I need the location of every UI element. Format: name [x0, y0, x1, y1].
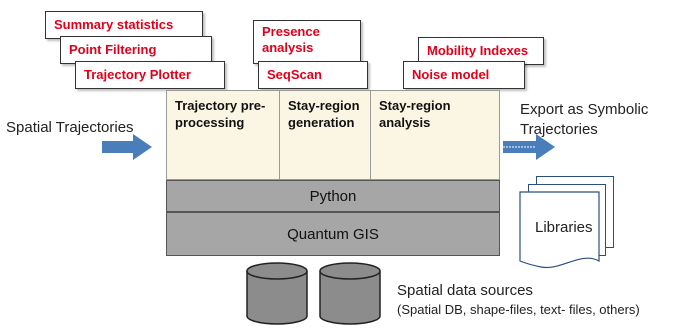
quantum-gis-layer: Quantum GIS [166, 212, 500, 256]
stage-stay-region-analysis: Stay-region analysis [370, 90, 500, 180]
tool-noise-model: Noise model [403, 61, 525, 89]
database-cylinder-2-icon [319, 262, 381, 325]
libraries-label: Libraries [535, 219, 593, 236]
tool-seqscan: SeqScan [258, 61, 368, 89]
stage-analysis-label: Stay-region analysis [379, 98, 451, 130]
libraries-document-icon [519, 191, 600, 269]
python-layer: Python [166, 180, 500, 212]
output-label: Export as Symbolic Trajectories [520, 101, 649, 138]
data-sources-title: Spatial data sources [397, 282, 533, 299]
tool-summary-statistics: Summary statistics [45, 11, 203, 39]
tool-point-filtering: Point Filtering [60, 36, 212, 64]
tool-presence-analysis: Presence analysis [253, 20, 361, 64]
tool-mobility-indexes: Mobility Indexes [418, 37, 544, 65]
data-sources-subtitle: (Spatial DB, shape-files, text- files, o… [397, 302, 640, 317]
stage-stay-region-generation: Stay-region generation [279, 90, 371, 180]
python-layer-label: Python [309, 187, 357, 205]
input-label: Spatial Trajectories [6, 119, 134, 136]
stage-trajectory-preprocessing: Trajectory pre-processing [166, 90, 280, 180]
output-arrow-icon [503, 134, 555, 160]
stage-generation-label: Stay-region generation [288, 98, 360, 130]
stage-preprocessing-label: Trajectory pre-processing [175, 98, 266, 130]
database-cylinder-1-icon [246, 262, 308, 325]
quantum-gis-layer-label: Quantum GIS [287, 225, 379, 243]
tool-trajectory-plotter: Trajectory Plotter [75, 61, 225, 89]
input-arrow-icon [102, 134, 152, 160]
